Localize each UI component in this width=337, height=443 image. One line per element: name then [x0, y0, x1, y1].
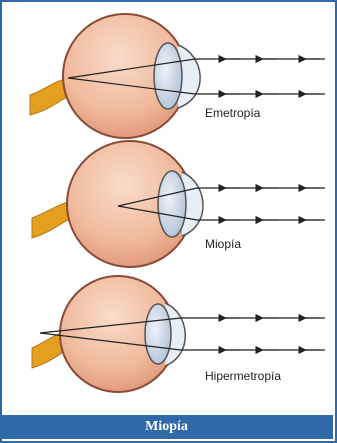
- lens: [154, 43, 182, 109]
- eye-hyperopia: [32, 276, 325, 392]
- label-hyperopia: Hipermetropía: [205, 369, 281, 383]
- eye-emmetropia: [30, 14, 325, 138]
- ray-arrows: [225, 188, 320, 220]
- lens: [158, 171, 186, 237]
- figure-caption: Miopía: [0, 415, 333, 439]
- eye-myopia: [32, 141, 325, 267]
- ray-arrows: [225, 59, 320, 94]
- lens: [145, 304, 171, 364]
- label-emmetropia: Emetropía: [205, 106, 260, 120]
- ray-arrows: [225, 318, 320, 350]
- label-myopia: Miopía: [205, 237, 241, 251]
